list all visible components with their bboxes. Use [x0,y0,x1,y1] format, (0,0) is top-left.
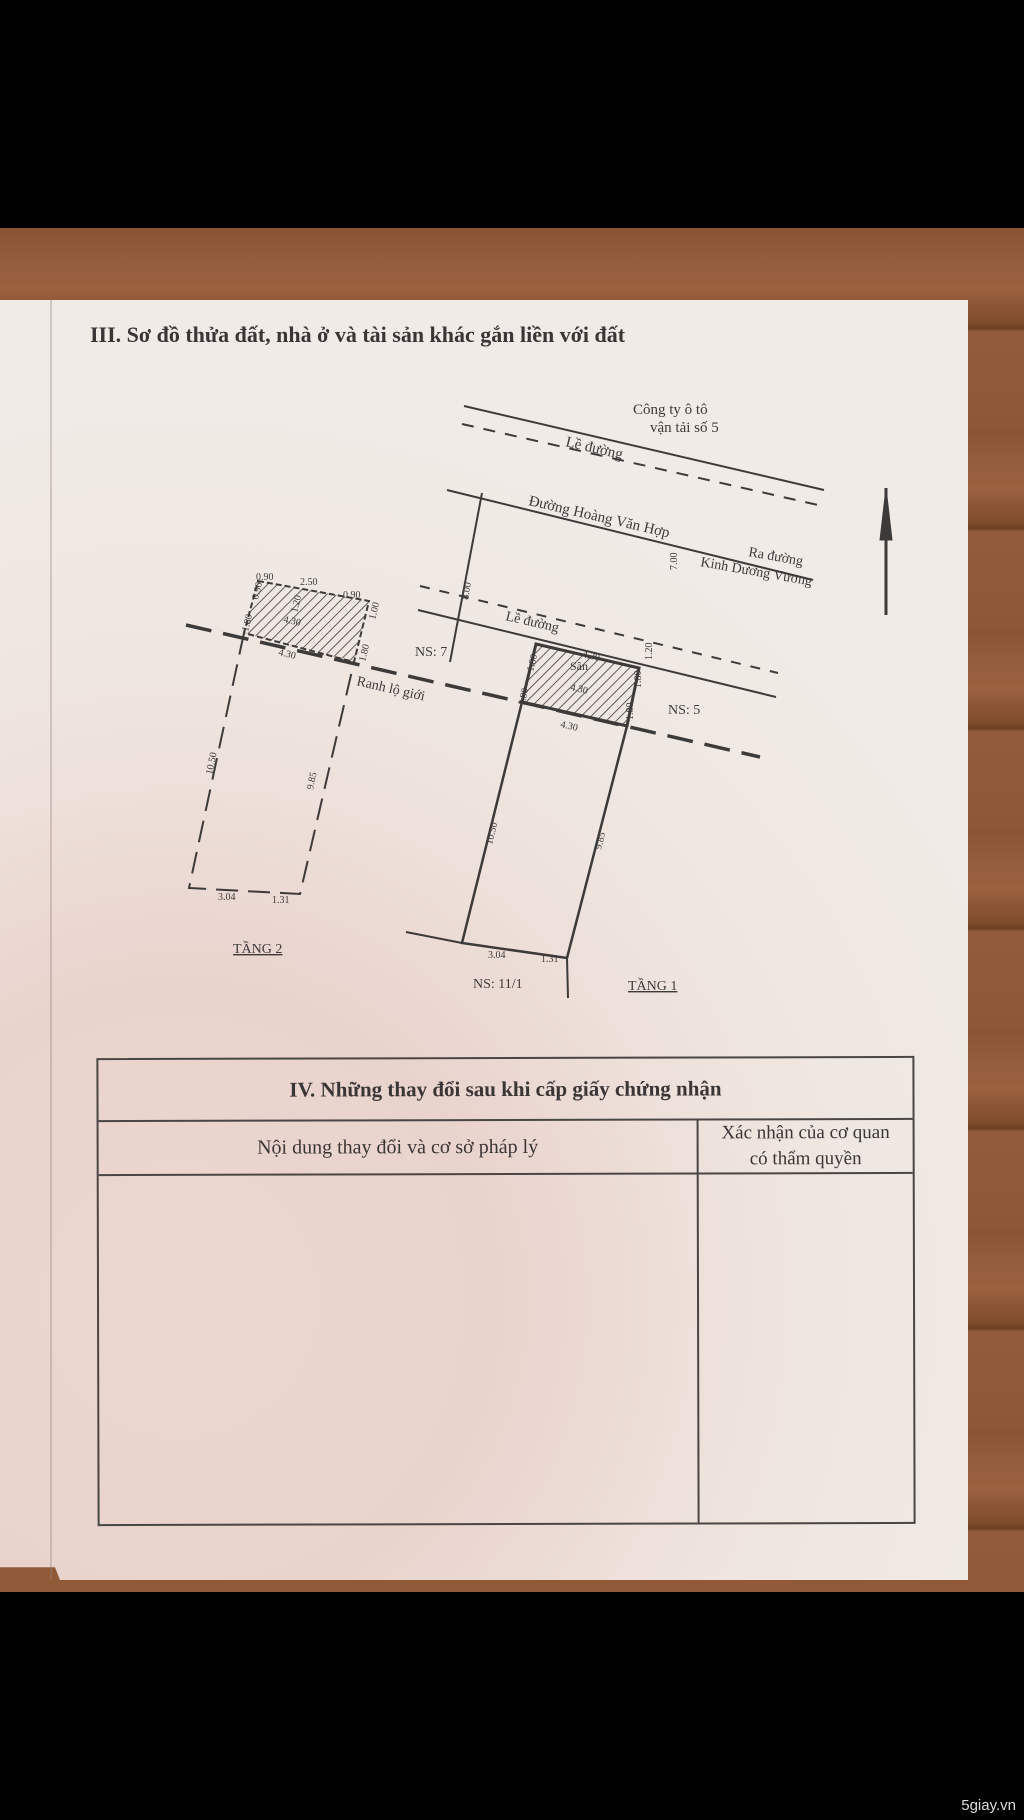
ns5-label: NS: 5 [668,703,700,718]
sidewalk-top-line [461,423,819,506]
dim-label: 1.80 [240,613,255,633]
dim-label: 1.80 [357,643,372,663]
dim-label: 9.85 [593,831,608,851]
dim-label: 0.90 [256,572,274,583]
table-body-row [98,1174,914,1527]
column-header-confirmation-line1: Xác nhận của cơ quan [721,1121,890,1144]
dim-label: 1.31 [541,954,559,965]
dim-label: 3.04 [488,950,506,961]
ns7-side-line [449,492,483,663]
watermark: 5giay.vn [961,1797,1016,1814]
dim-label: 10.50 [484,821,500,845]
dim-label: 4.30 [581,649,601,664]
sidewalk-top-label: Lề đường [564,434,625,463]
dim-label: 1.80 [516,687,531,707]
dim-label: 4.30 [277,647,297,662]
section-3-title: III. Sơ đồ thửa đất, nhà ở và tài sản kh… [90,322,626,347]
yard-label: Sân [570,659,588,673]
dim-label: 0.90 [343,590,361,601]
dim-label: 1.00 [367,601,382,621]
dim-label: 1.80 [625,703,636,721]
column-header-content: Nội dung thay đổi và cơ sở pháp lý [98,1120,699,1175]
sidewalk-bottom-dashed [419,585,779,674]
changes-table: IV. Những thay đổi sau khi cấp giấy chứn… [96,1055,916,1527]
sidewalk-bottom-line [417,609,777,698]
street-line [446,489,814,581]
dim-label: 0.90 [250,581,265,601]
company-boundary-line [463,405,825,491]
boundary-line [185,623,761,759]
dim-label: 1.80 [633,671,644,689]
dim-label: 3.04 [218,892,236,903]
dim-label: 1.20 [644,643,655,661]
lane-width-label: 8.00 [460,581,474,600]
dim-label: 9.85 [305,771,319,790]
dim-label: 4.30 [569,682,589,697]
dim-label: 2.50 [300,577,318,588]
section-4-title: IV. Những thay đổi sau khi cấp giấy chứn… [98,1057,913,1123]
floor1-label: TẦNG 1 [628,977,677,994]
floor2-label: TẦNG 2 [233,940,282,957]
company-label: Công ty ô tô [633,402,708,418]
street-label: Đường Hoàng Văn Hợp [527,493,671,541]
road-width-label: 7.00 [669,553,680,571]
column-header-confirmation-line2: có thẩm quyền [749,1148,862,1170]
floor2-outline [187,632,355,896]
dim-label: 1.20 [289,594,304,614]
page-fold [50,300,52,1580]
ns7-label: NS: 7 [415,645,447,660]
dim-label: 10.50 [204,751,219,775]
certificate-page [0,300,968,1580]
column-header-confirmation: Xác nhận của cơ quan có thẩm quyền [699,1120,913,1173]
dim-label: 4.30 [559,719,579,734]
content-cell [98,1174,700,1527]
dim-label: 1.31 [272,895,290,906]
dim-label: 1.80 [525,653,540,673]
floor1-outline [460,701,629,960]
ns11-label: NS: 11/1 [473,977,523,992]
table-header-row: Nội dung thay đổi và cơ sở pháp lý Xác n… [98,1119,913,1177]
dim-label: 4.30 [282,614,302,629]
company-label-2: vận tải số 5 [650,420,719,436]
